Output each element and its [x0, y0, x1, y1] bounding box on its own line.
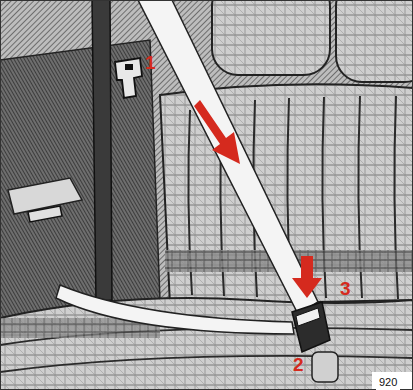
callout-number: 1 — [145, 52, 156, 74]
figure-number: 920 — [376, 374, 400, 390]
latch-plate — [115, 58, 142, 98]
lap-belt — [56, 285, 294, 334]
figure-number-background — [372, 372, 413, 390]
latch-slot — [125, 64, 133, 70]
headrest — [212, 0, 330, 75]
callout-number: 3 — [340, 278, 351, 300]
belt-anchor — [28, 206, 62, 222]
headrest — [336, 0, 413, 82]
latch-tongue — [296, 308, 320, 326]
belt-strap — [92, 0, 112, 302]
belt-buckle — [292, 302, 330, 352]
shoulder-belt — [138, 0, 318, 314]
direction-arrow — [292, 256, 322, 298]
callout-number: 2 — [293, 354, 304, 376]
door-panel — [0, 40, 160, 320]
direction-arrow — [194, 100, 240, 164]
seat-cushion — [0, 298, 413, 390]
seat-release — [312, 352, 338, 382]
